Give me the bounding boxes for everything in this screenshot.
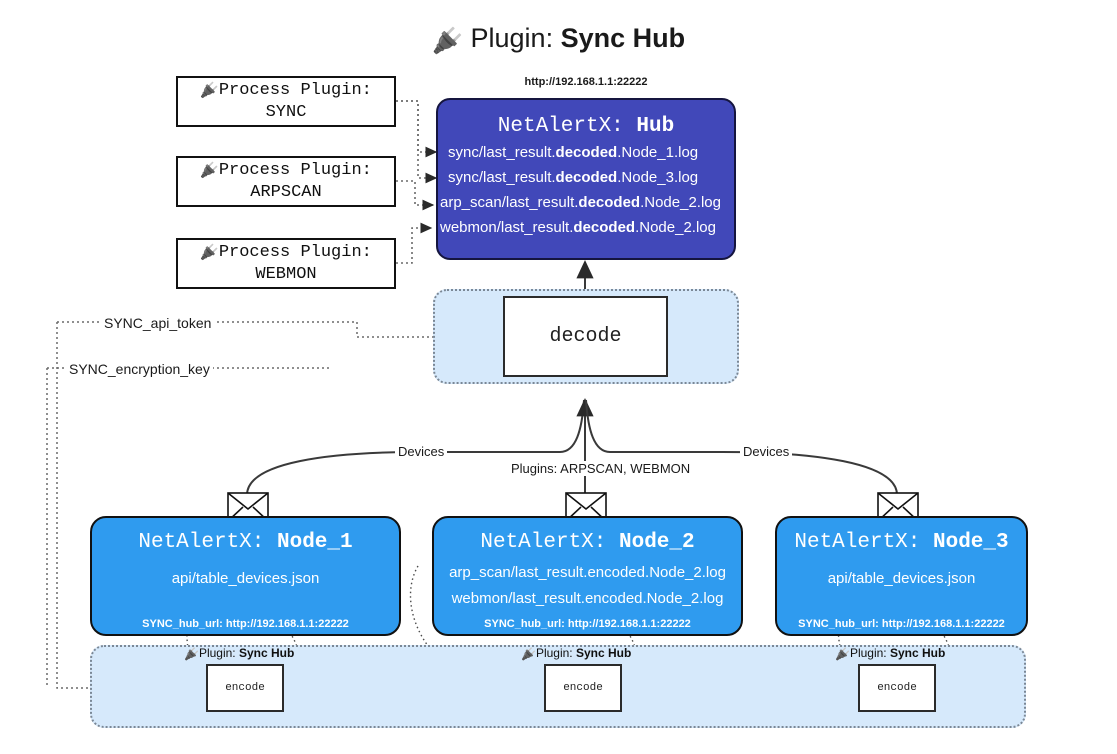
- plugin-to-hub-connectors: [396, 100, 438, 264]
- title-name: Sync Hub: [560, 23, 686, 53]
- process-plugin-sync-header: 🔌Process Plugin:: [200, 81, 372, 100]
- node-1-hub-url: SYNC_hub_url: http://192.168.1.1:22222: [142, 618, 349, 630]
- nodes-to-decode-edges: [246, 397, 898, 496]
- node-3-title: NetAlertX: Node_3: [794, 531, 1009, 554]
- decode-box[interactable]: decode: [503, 296, 668, 377]
- process-plugin-arpscan-header: 🔌Process Plugin:: [200, 161, 372, 180]
- edge-label-devices-right: Devices: [740, 444, 793, 459]
- process-plugin-sync[interactable]: 🔌Process Plugin: SYNC: [176, 76, 396, 127]
- hub-log-4: webmon/last_result.decoded.Node_2.log: [440, 219, 716, 236]
- encode-box-2[interactable]: encode: [544, 664, 622, 712]
- process-plugin-arpscan-name: ARPSCAN: [250, 183, 322, 202]
- process-plugin-sync-name: SYNC: [265, 103, 307, 122]
- encode-1-plugin-label: 🔌Plugin: Sync Hub: [184, 646, 295, 661]
- node-1-line-1: api/table_devices.json: [171, 570, 320, 587]
- edge-label-devices-left: Devices: [395, 444, 448, 459]
- node-1-title: NetAlertX: Node_1: [138, 531, 353, 554]
- process-plugin-webmon[interactable]: 🔌Process Plugin: WEBMON: [176, 238, 396, 289]
- node-card-node-2[interactable]: NetAlertX: Node_2 arp_scan/last_result.e…: [432, 516, 743, 636]
- process-plugin-webmon-header: 🔌Process Plugin:: [200, 243, 372, 262]
- plug-icon: 🔌: [835, 647, 850, 661]
- hub-title: NetAlertX: Hub: [497, 115, 675, 138]
- plug-icon: 🔌: [431, 27, 463, 55]
- encode-box-3[interactable]: encode: [858, 664, 936, 712]
- plug-icon: 🔌: [200, 161, 219, 179]
- hub-log-1: sync/last_result.decoded.Node_1.log: [448, 144, 699, 161]
- node-3-line-1: api/table_devices.json: [827, 570, 976, 587]
- encode-2-plugin-label: 🔌Plugin: Sync Hub: [521, 646, 632, 661]
- node-2-title: NetAlertX: Node_2: [480, 531, 695, 554]
- node-card-node-3[interactable]: NetAlertX: Node_3 api/table_devices.json…: [775, 516, 1028, 636]
- node-2-line-1: arp_scan/last_result.encoded.Node_2.log: [449, 564, 726, 581]
- hub-node[interactable]: NetAlertX: Hub sync/last_result.decoded.…: [436, 98, 736, 260]
- hub-log-2: sync/last_result.decoded.Node_3.log: [448, 169, 699, 186]
- node-2-line-2: webmon/last_result.encoded.Node_2.log: [451, 590, 724, 607]
- node-2-hub-url: SYNC_hub_url: http://192.168.1.1:22222: [484, 618, 691, 630]
- plug-icon: 🔌: [521, 647, 536, 661]
- node-card-node-1[interactable]: NetAlertX: Node_1 api/table_devices.json…: [90, 516, 401, 636]
- encode-3-plugin-label: 🔌Plugin: Sync Hub: [835, 646, 946, 661]
- plug-icon: 🔌: [200, 81, 219, 99]
- plug-icon: 🔌: [184, 647, 199, 661]
- process-plugin-arpscan[interactable]: 🔌Process Plugin: ARPSCAN: [176, 156, 396, 207]
- node-3-hub-url: SYNC_hub_url: http://192.168.1.1:22222: [798, 618, 1005, 630]
- sync-encryption-key-label: SYNC_encryption_key: [66, 361, 213, 377]
- process-plugin-webmon-name: WEBMON: [255, 265, 317, 284]
- title-prefix: Plugin:: [470, 23, 554, 53]
- sync-api-token-label: SYNC_api_token: [101, 315, 215, 331]
- hub-url: http://192.168.1.1:22222: [524, 76, 648, 88]
- hub-log-3: arp_scan/last_result.decoded.Node_2.log: [440, 194, 721, 211]
- plug-icon: 🔌: [200, 243, 219, 261]
- encode-box-1[interactable]: encode: [206, 664, 284, 712]
- page-title: 🔌 Plugin: Sync Hub: [0, 16, 1117, 63]
- edge-label-plugins-center: Plugins: ARPSCAN, WEBMON: [508, 461, 694, 476]
